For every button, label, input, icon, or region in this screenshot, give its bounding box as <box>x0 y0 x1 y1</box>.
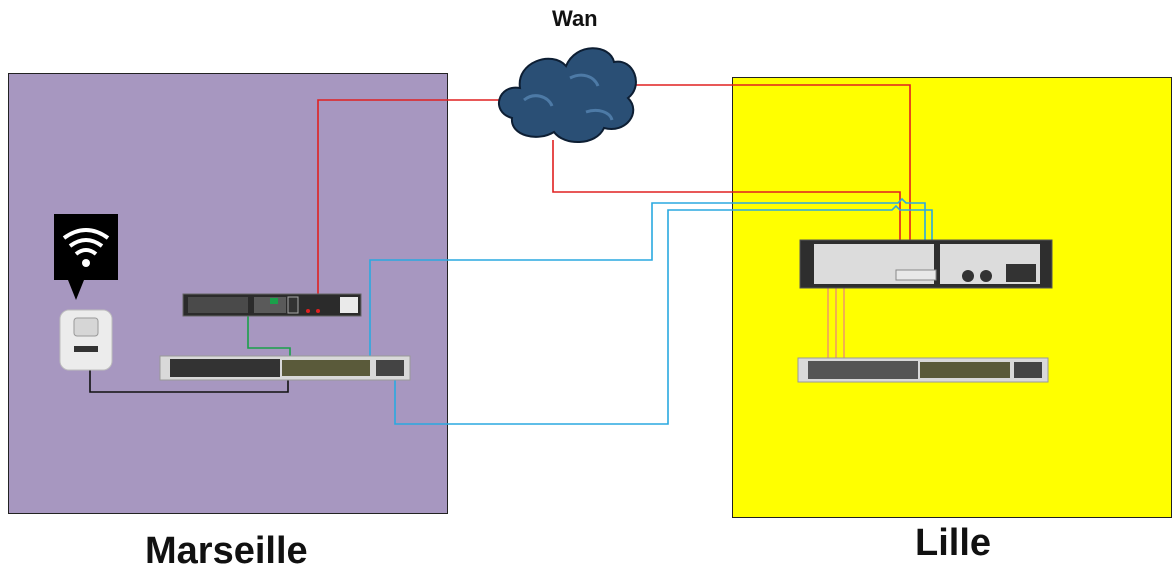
switch-icon <box>159 355 411 381</box>
wan-links <box>317 84 911 312</box>
wifi-icon <box>54 214 118 300</box>
site-marseille-label: Marseille <box>145 530 308 572</box>
access-point-icon <box>59 309 113 371</box>
cloud-icon <box>498 47 637 144</box>
access-point-link <box>89 368 289 393</box>
switch-icon <box>797 357 1049 383</box>
router-icon <box>182 293 362 317</box>
inter-site-link-1 <box>369 197 926 371</box>
wan-link-marseille <box>317 99 502 312</box>
wan-label: Wan <box>552 6 598 31</box>
inter-site-links <box>369 197 933 425</box>
site-lille-label: Lille <box>915 522 992 564</box>
server-icon <box>799 239 1053 289</box>
site-lille-zone <box>732 77 1172 518</box>
wan-link-lille-2 <box>632 84 911 280</box>
inter-site-link-2 <box>394 204 933 425</box>
wan-link-lille-1 <box>552 140 901 280</box>
